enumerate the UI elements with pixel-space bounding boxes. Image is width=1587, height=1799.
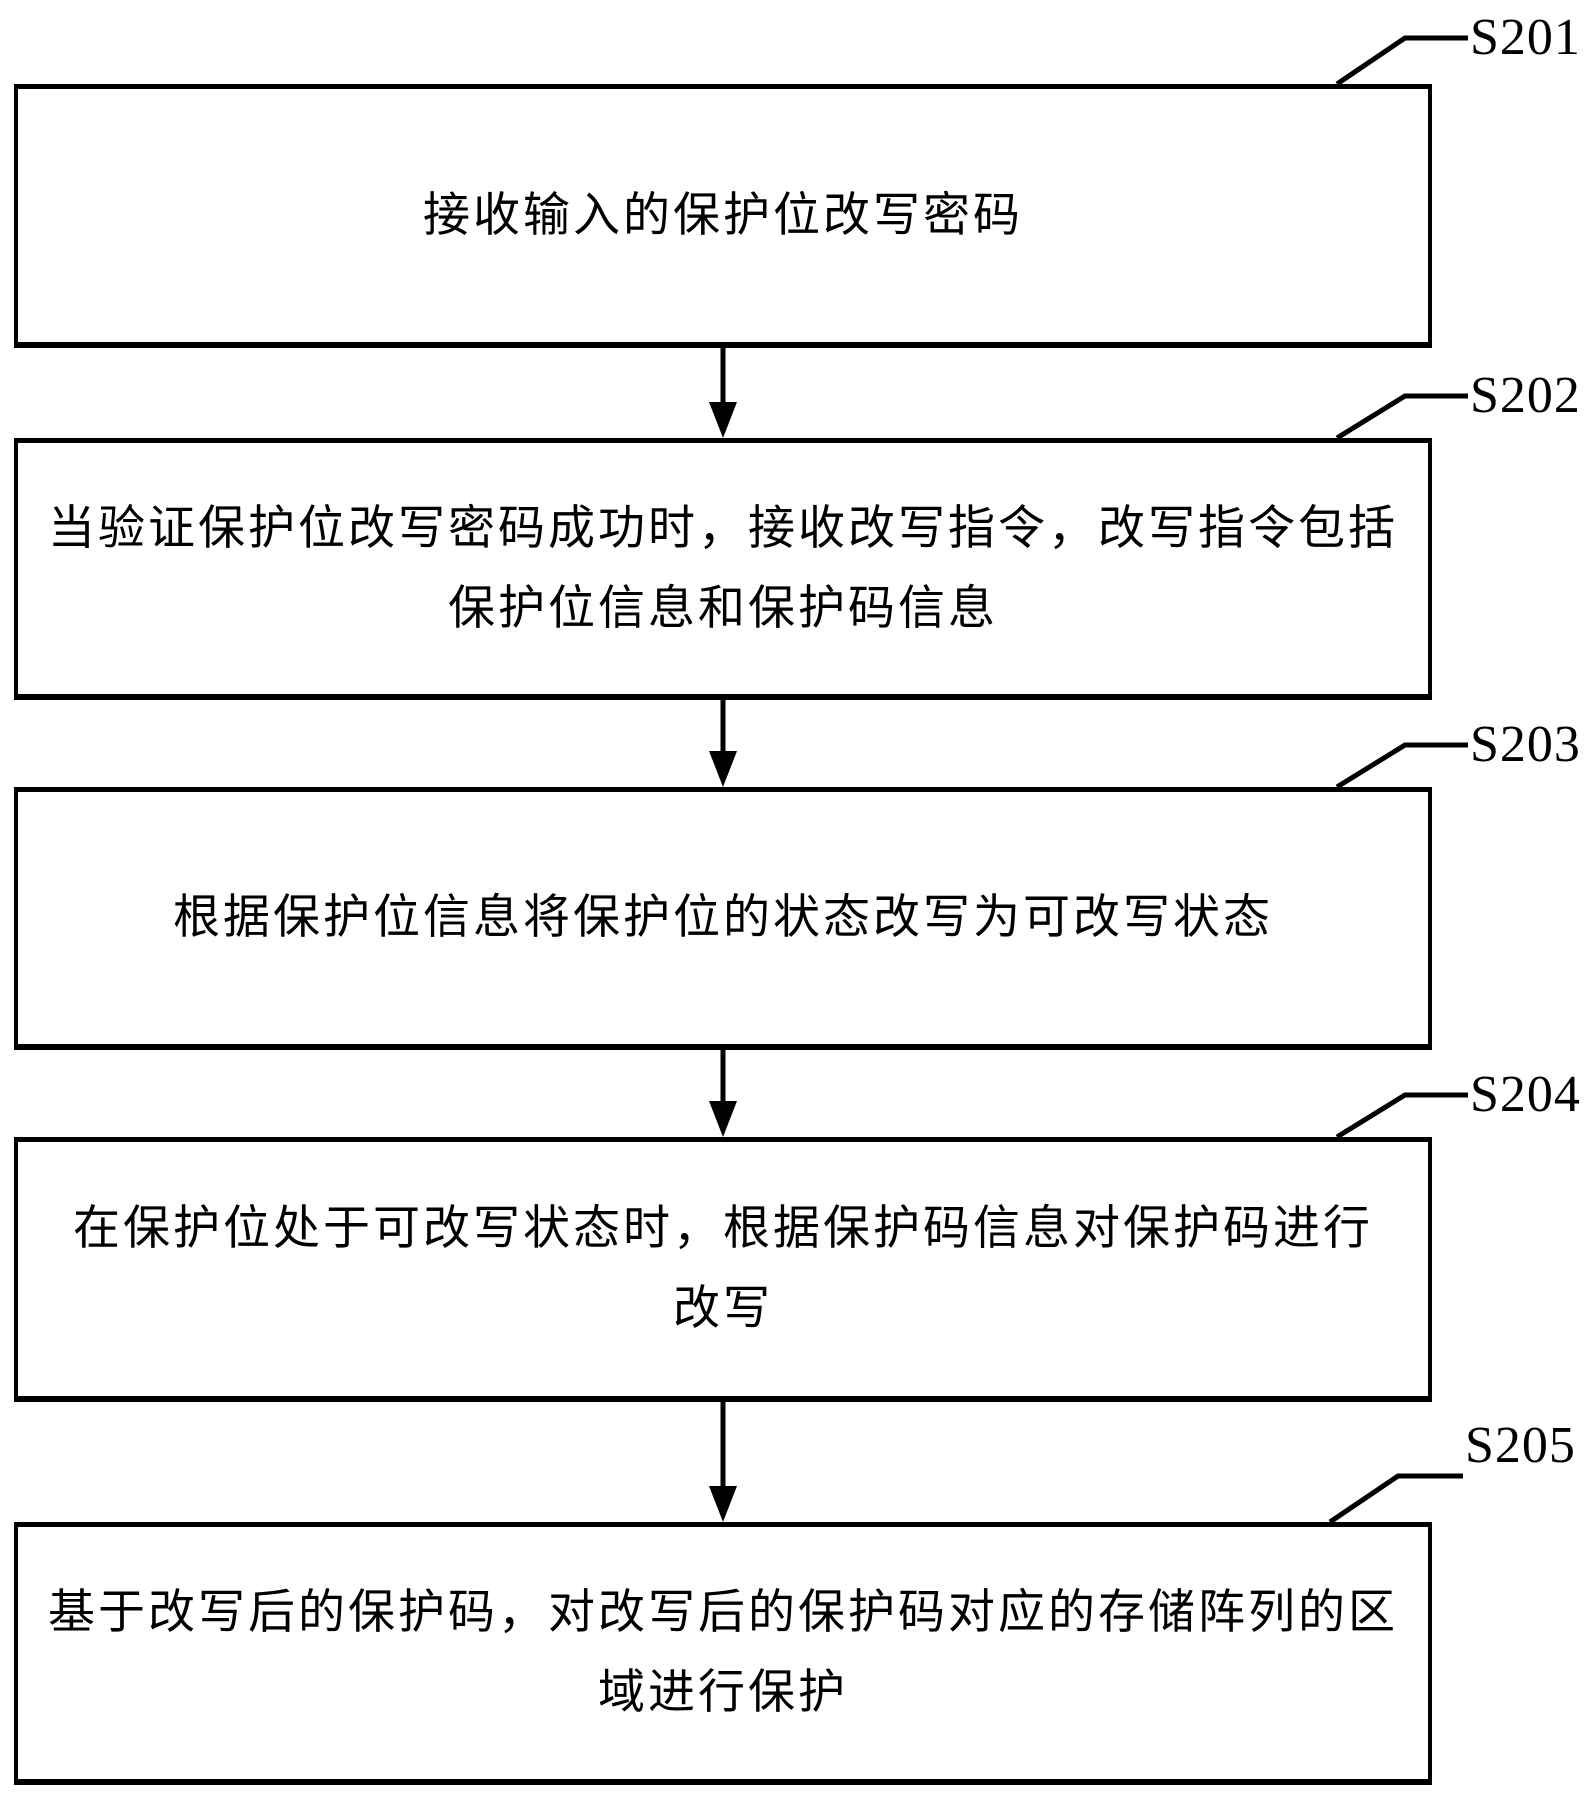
step-label-s202: S202 [1470,367,1581,424]
step-label-s201: S201 [1470,9,1581,66]
flow-arrow-4 [709,1400,737,1522]
step-text: 接收输入的保护位改写密码 [423,189,1023,242]
leader-line-s205 [1328,1473,1463,1525]
leader-line-s202 [1335,393,1468,441]
step-box-s203: 根据保护位信息将保护位的状态改写为可改写状态 [14,787,1432,1050]
step-box-s205: 基于改写后的保护码，对改写后的保护码对应的存储阵列的区 域进行保护 [14,1522,1432,1785]
step-text: 保护位信息和保护码信息 [448,582,998,635]
flow-arrow-1 [709,346,737,438]
step-label-s204: S204 [1470,1066,1581,1123]
flow-arrow-3 [709,1048,737,1137]
leader-line-s204 [1335,1092,1468,1140]
step-text: 在保护位处于可改写状态时，根据保护码信息对保护码进行 [73,1203,1373,1255]
flow-arrow-2 [709,698,737,787]
leader-line-s203 [1335,742,1468,790]
step-box-s201: 接收输入的保护位改写密码 [14,84,1432,348]
step-text: 当验证保护位改写密码成功时，接收改写指令，改写指令包括 [48,502,1398,555]
step-text: 根据保护位信息将保护位的状态改写为可改写状态 [173,892,1273,944]
step-box-s202: 当验证保护位改写密码成功时，接收改写指令，改写指令包括 保护位信息和保护码信息 [14,438,1432,700]
step-text: 基于改写后的保护码，对改写后的保护码对应的存储阵列的区 [48,1587,1398,1639]
leader-line-s201 [1335,35,1468,87]
step-label-s203: S203 [1470,716,1581,773]
step-text: 域进行保护 [598,1667,848,1719]
step-text: 改写 [673,1283,773,1335]
step-box-s204: 在保护位处于可改写状态时，根据保护码信息对保护码进行 改写 [14,1137,1432,1402]
step-label-s205: S205 [1465,1417,1576,1474]
